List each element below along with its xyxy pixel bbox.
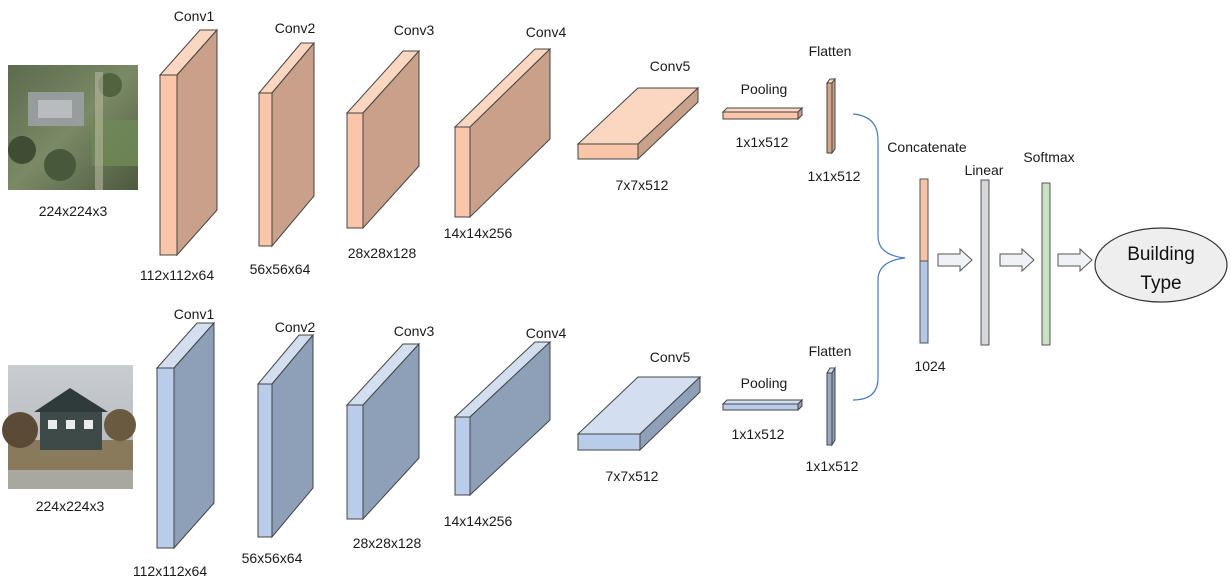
output-label-line1: Building <box>1127 244 1195 265</box>
output-label-line2: Type <box>1140 273 1181 294</box>
output-ellipse <box>1094 227 1228 303</box>
concatenate-title: Concatenate <box>887 139 967 155</box>
top-conv3-title: Conv3 <box>394 22 435 38</box>
top-conv1-size: 112x112x64 <box>140 267 214 283</box>
top-pooling-title: Pooling <box>741 81 788 97</box>
top-conv5-block <box>576 86 700 161</box>
top-pooling-block <box>721 106 804 121</box>
bottom-flatten-title: Flatten <box>809 343 852 359</box>
top-flatten-title: Flatten <box>809 43 852 59</box>
top-conv4-size: 14x14x256 <box>444 225 513 241</box>
bottom-conv2-block <box>256 333 315 539</box>
bottom-input-size-label: 224x224x3 <box>36 498 105 514</box>
bottom-pooling-size: 1x1x512 <box>732 426 785 442</box>
bottom-flatten-size: 1x1x512 <box>806 458 859 474</box>
bottom-conv4-size: 14x14x256 <box>444 513 513 529</box>
arrow-to-output <box>1057 247 1093 273</box>
concatenate-size: 1024 <box>914 358 945 374</box>
bottom-flatten-block <box>826 366 836 447</box>
bottom-conv3-size: 28x28x128 <box>353 535 422 551</box>
bottom-conv4-block <box>453 340 552 497</box>
linear-title: Linear <box>965 162 1004 178</box>
top-conv4-title: Conv4 <box>526 24 567 40</box>
top-conv3-size: 28x28x128 <box>348 245 417 261</box>
top-conv1-block <box>158 28 219 257</box>
top-flatten-block <box>826 77 836 155</box>
top-conv4-block <box>453 47 552 219</box>
top-input-size-label: 224x224x3 <box>39 203 108 219</box>
top-conv5-title: Conv5 <box>650 58 691 74</box>
top-conv3-block <box>345 49 421 230</box>
top-pooling-size: 1x1x512 <box>736 134 789 150</box>
bottom-conv1-block <box>155 321 216 550</box>
bottom-conv5-block <box>576 375 702 452</box>
bottom-input-image <box>2 365 136 489</box>
bottom-conv1-size: 112x112x64 <box>133 563 207 579</box>
concatenate-brace <box>852 113 906 401</box>
top-input-image <box>8 65 138 190</box>
top-conv1-title: Conv1 <box>174 8 215 24</box>
top-conv2-size: 56x56x64 <box>250 261 311 277</box>
concatenate-vector <box>919 178 929 344</box>
bottom-conv1-title: Conv1 <box>174 306 215 322</box>
bottom-conv4-title: Conv4 <box>526 325 567 341</box>
top-conv5-size: 7x7x512 <box>616 177 669 193</box>
bottom-conv2-size: 56x56x64 <box>242 550 303 566</box>
top-conv2-block <box>257 41 316 248</box>
softmax-title: Softmax <box>1023 149 1074 165</box>
bottom-conv3-title: Conv3 <box>394 323 435 339</box>
bottom-conv5-size: 7x7x512 <box>606 468 659 484</box>
top-flatten-size: 1x1x512 <box>808 168 861 184</box>
bottom-conv2-title: Conv2 <box>275 319 316 335</box>
arrow-to-linear <box>937 247 973 273</box>
bottom-pooling-block <box>721 398 804 412</box>
bottom-conv3-block <box>345 342 421 521</box>
top-conv2-title: Conv2 <box>275 20 316 36</box>
bottom-pooling-title: Pooling <box>741 375 788 391</box>
softmax-layer <box>1041 182 1051 346</box>
bottom-conv5-title: Conv5 <box>650 349 691 365</box>
linear-layer <box>980 179 990 346</box>
arrow-to-softmax <box>999 247 1035 273</box>
